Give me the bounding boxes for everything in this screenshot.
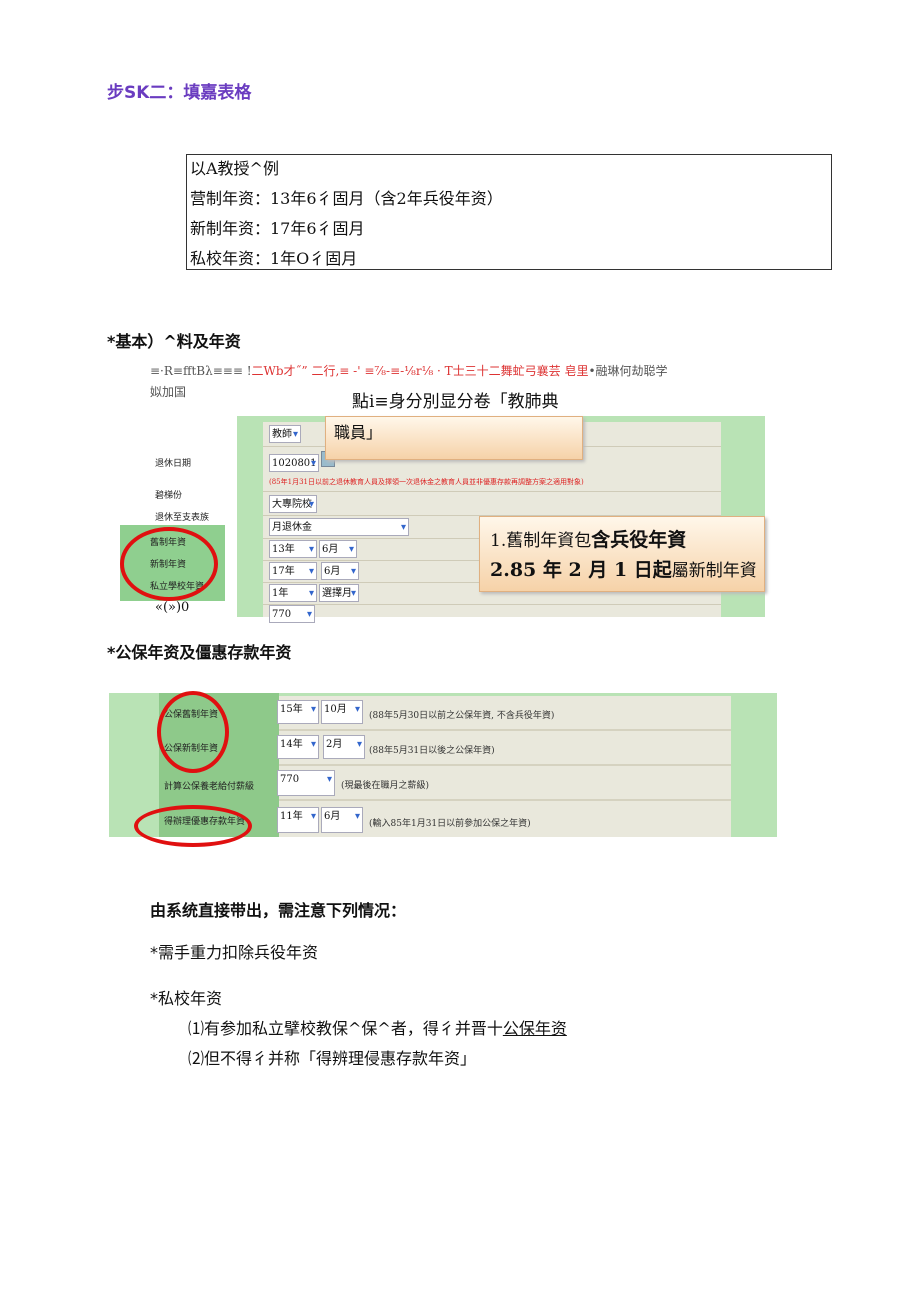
label-identity: 碧梯份 — [155, 491, 183, 501]
row-note: (88年5月30日以前之公保年資, 不含兵役年資) — [369, 711, 555, 721]
note-sub-1: ⑴有参加私立擘校教保^保^者，得彳并晋十公保年资 — [188, 1015, 567, 1039]
private-months-select[interactable]: 選擇月 — [319, 584, 359, 603]
example-line: 私校年资：1年O彳固月 — [190, 249, 358, 268]
screenshot-insurance-form: 公保舊制年資 公保新制年資 計算公保養老給付薪級 得辦理優惠存款年資 15年10… — [109, 691, 777, 847]
callout-years: 1.舊制年資包含兵役年資 2.85 年 2 月 1 日起屬新制年資 — [479, 516, 765, 592]
callout-bold: 含兵役年資 — [591, 529, 687, 551]
label-pension-type: 退休至支表族 — [155, 513, 210, 523]
section-insurance-title: *公保年资及僵惠存款年资 — [107, 643, 292, 662]
step-heading: 步SK二：填嘉表格 — [107, 83, 252, 103]
subline: 姒加国 — [150, 385, 187, 399]
example-line: 营制年资：13年6彳固月（含2年兵役年资） — [190, 189, 503, 208]
new-years-select[interactable]: 17年 — [269, 562, 317, 581]
screenshot-basic-form: 教師 1020801 (85年1月31日以前之退休教育人員及擇領一次退休金之教育… — [237, 416, 765, 624]
highlighted-labels: 舊制年資 新制年資 私立學校年資 — [120, 525, 225, 601]
garbled-red: 二Wb才˝” 二行,≡ -' ≡⅞-≡-⅛r⅛ · T士三十二舞虻弓襄芸 皂里 — [251, 364, 589, 378]
row-note: (88年5月31日以後之公保年資) — [369, 746, 495, 756]
months-select[interactable]: 2月 — [323, 735, 365, 759]
callout-line-1: 1.舊制年資包含兵役年資 — [490, 525, 686, 552]
label-grade: «(»)0 — [155, 600, 190, 615]
garbled-black: ≡·R≡fftBλ≡≡≡ ! — [150, 364, 252, 378]
note-item-private: *私校年资 — [150, 989, 223, 1008]
pension-select[interactable]: 月退休金 — [269, 518, 409, 537]
section-basic-title: *基本）^料及年资 — [107, 332, 241, 351]
grade-select[interactable]: 770 — [269, 605, 315, 624]
notes-intro: 由系统直接带出，需注意下列情况： — [150, 901, 407, 920]
row-note: (現最後在職月之薪級) — [341, 781, 430, 791]
grade-select[interactable]: 770 — [277, 770, 335, 796]
example-box: 以A教授^例 营制年资：13年6彳固月（含2年兵役年资） 新制年资：17年6彳固… — [186, 154, 832, 270]
months-select[interactable]: 6月 — [321, 807, 363, 833]
label-retire-date: 退休日期 — [155, 459, 192, 469]
highlight-ring — [134, 805, 252, 847]
note-sub-1-text: ⑴有参加私立擘校教保^保^者，得彳并晋十 — [188, 1019, 503, 1038]
row-note: (輸入85年1月31日以前參加公保之年資) — [369, 819, 531, 829]
identity-select[interactable]: 教師 — [269, 425, 301, 444]
garbled-line: ≡·R≡fftBλ≡≡≡ !二Wb才˝” 二行,≡ -' ≡⅞-≡-⅛r⅛ · … — [150, 362, 668, 379]
years-select[interactable]: 11年 — [277, 807, 319, 833]
note-sub-2: ⑵但不得彳并称「得辨理侵惠存款年资」 — [188, 1049, 477, 1068]
years-select[interactable]: 14年 — [277, 735, 319, 759]
private-years-select[interactable]: 1年 — [269, 584, 317, 603]
callout-identity: 職員」 — [325, 416, 583, 460]
note-item-military: *需手重力扣除兵役年资 — [150, 943, 319, 962]
school-select[interactable]: 大專院校 — [269, 495, 317, 514]
callout-bold: 2.85 年 2 月 1 日起 — [490, 559, 672, 581]
old-months-select[interactable]: 6月 — [319, 540, 357, 559]
label-row: 計算公保養老給付薪級 — [164, 782, 255, 792]
callout-top-text: 職員」 — [334, 423, 383, 442]
note-sub-1-underlined: 公保年资 — [502, 1019, 567, 1038]
highlight-ring — [157, 691, 229, 773]
date-input[interactable]: 1020801 — [269, 454, 319, 473]
new-months-select[interactable]: 6月 — [321, 562, 359, 581]
years-select[interactable]: 15年 — [277, 700, 319, 724]
months-select[interactable]: 10月 — [321, 700, 363, 724]
screenshot-caption: 點i≡身分別显分卷「教肺典 — [352, 392, 559, 412]
highlight-ring — [120, 527, 218, 601]
example-line: 以A教授^例 — [190, 159, 279, 178]
example-line: 新制年资：17年6彳固月 — [190, 219, 365, 238]
callout-line-2: 2.85 年 2 月 1 日起屬新制年資 — [490, 555, 757, 582]
callout-text: 屬新制年資 — [671, 561, 757, 581]
date-notice: (85年1月31日以前之退休教育人員及擇領一次退休金之教育人員並非優惠存款再調整… — [269, 478, 584, 486]
old-years-select[interactable]: 13年 — [269, 540, 317, 559]
garbled-tail: •融琳何劫聪学 — [588, 364, 668, 378]
callout-text: 1.舊制年資包 — [490, 531, 592, 551]
